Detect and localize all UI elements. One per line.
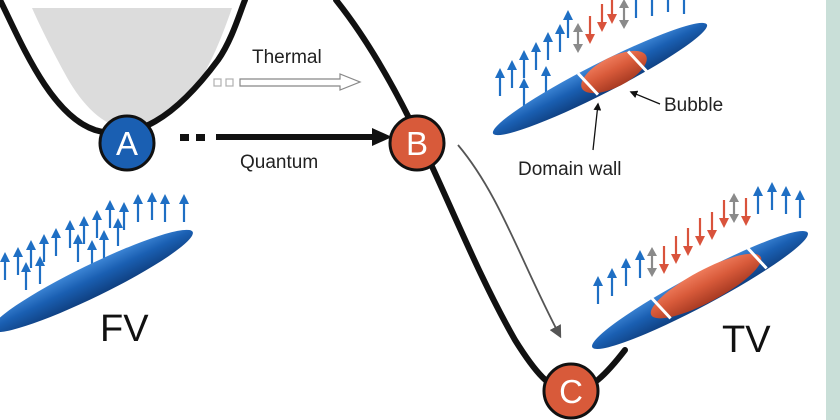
quantum-label: Quantum: [240, 152, 318, 173]
true-vacuum-condensate: [591, 180, 808, 349]
state-B: B: [388, 114, 446, 172]
false-vacuum-condensate: [0, 190, 193, 333]
state-A: A: [98, 114, 156, 172]
bubble-pointer: [629, 90, 661, 105]
thermal-label: Thermal: [252, 47, 322, 68]
state-B-label: B: [406, 125, 428, 162]
bubble-label: Bubble: [664, 95, 723, 116]
state-A-label: A: [116, 125, 138, 162]
bubble-condensate: [492, 0, 708, 136]
quantum-path: [180, 128, 392, 146]
b-to-c-arrow: [457, 144, 562, 339]
true-vacuum-label: TV: [722, 319, 771, 361]
state-C: C: [542, 362, 600, 420]
thermal-path: [213, 73, 362, 91]
side-strip: [826, 0, 840, 420]
state-C-label: C: [559, 373, 583, 410]
domain-wall-label: Domain wall: [518, 159, 621, 180]
domain-wall-pointer: [592, 102, 602, 151]
false-vacuum-label: FV: [100, 308, 149, 350]
false-vacuum-fill: [32, 8, 232, 130]
